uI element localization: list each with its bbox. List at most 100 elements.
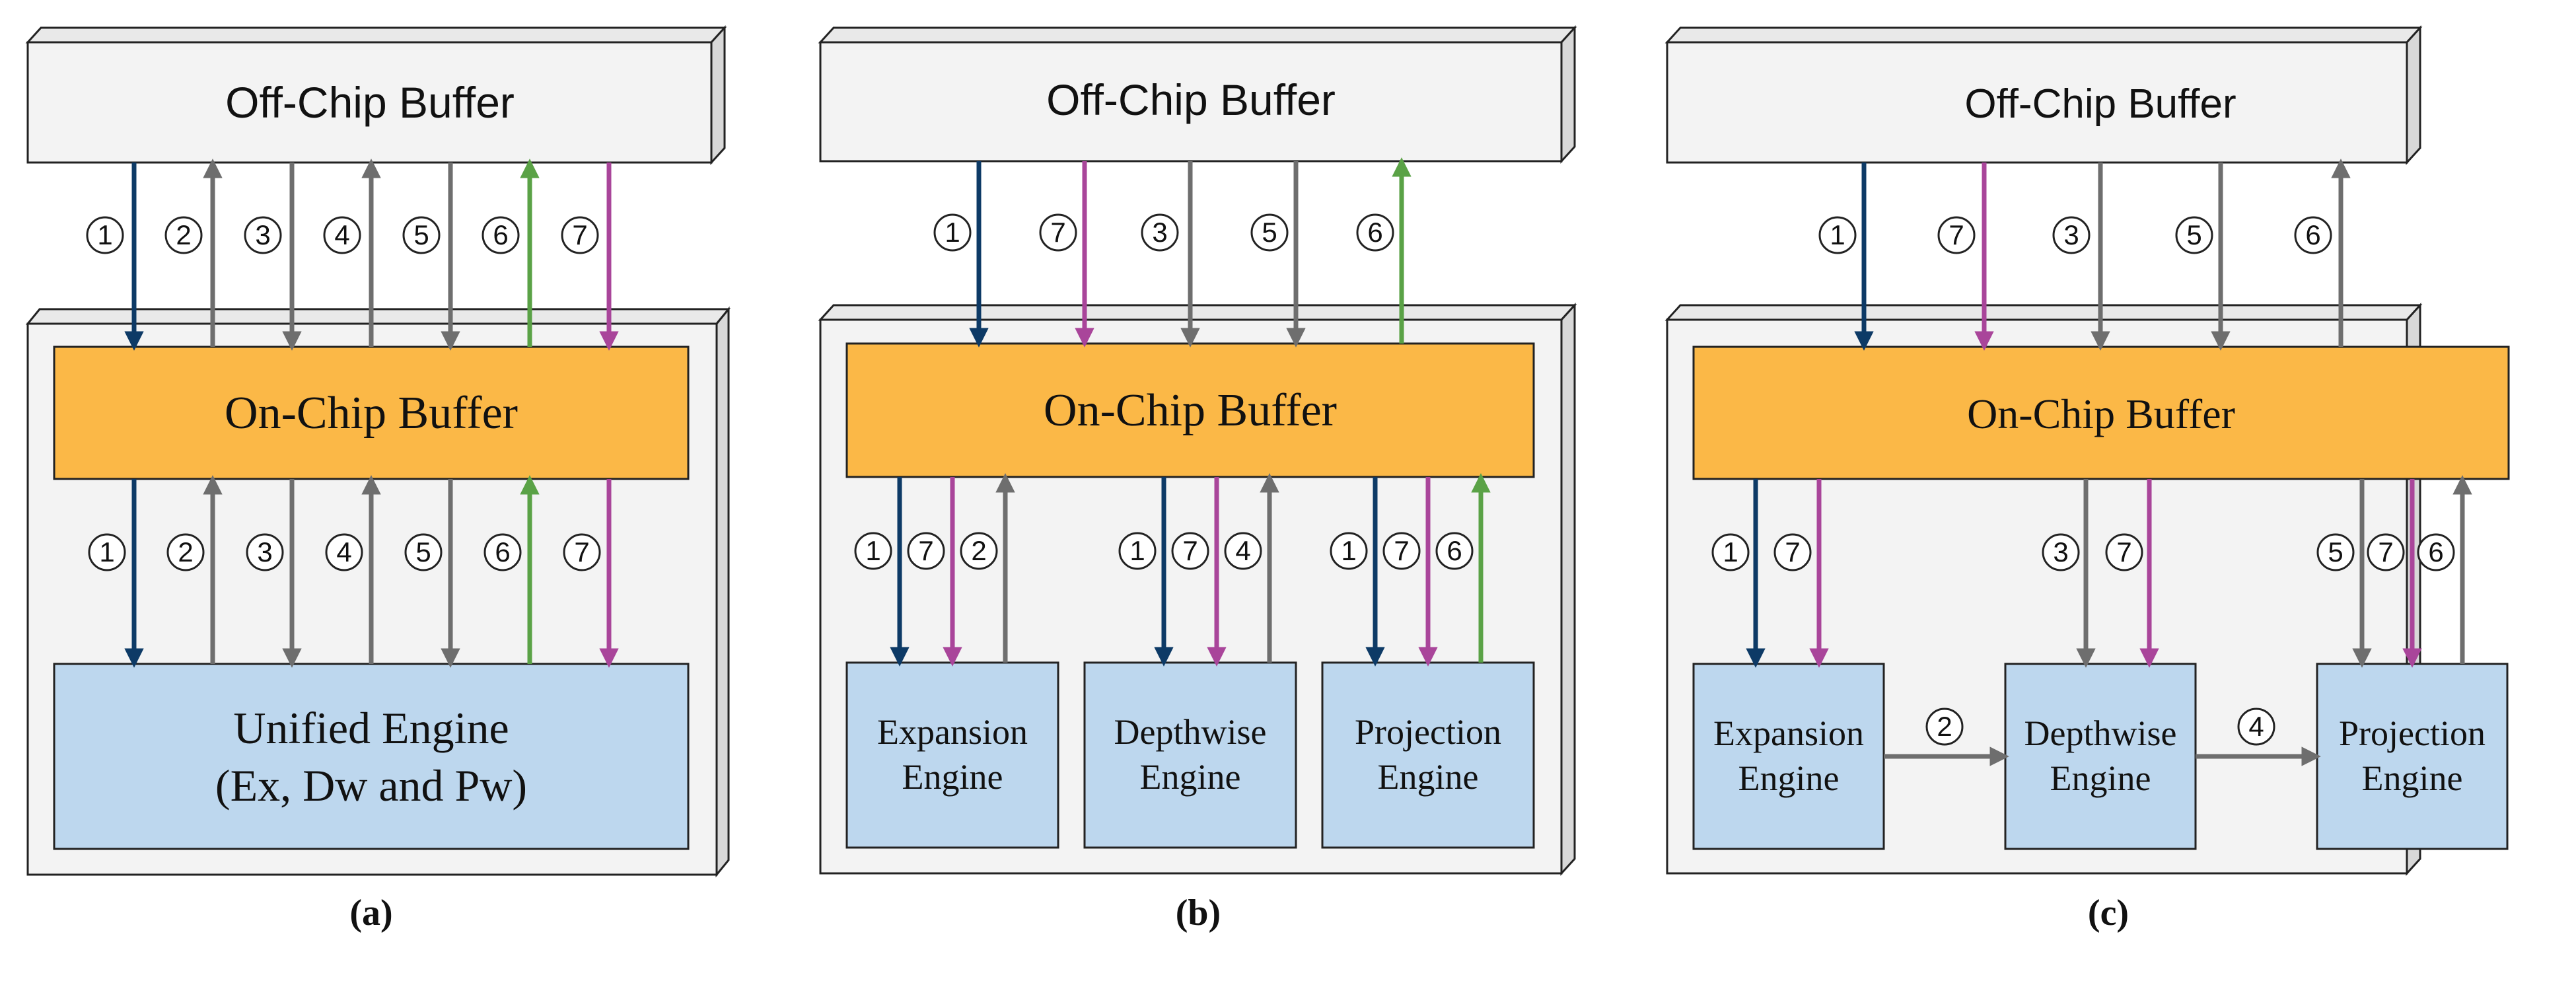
- step-number-badge: 4: [323, 216, 361, 254]
- step-number-badge: 2: [164, 216, 203, 254]
- step-number: 3: [1152, 217, 1167, 248]
- engine-label-line-2: Engine: [1378, 757, 1479, 797]
- step-number-badge: 7: [1382, 532, 1421, 570]
- step-number-badge: 3: [1141, 213, 1179, 252]
- engine-label-line-2: Engine: [1140, 757, 1241, 797]
- offchip-buffer-box: Off-Chip Buffer: [25, 25, 727, 165]
- step-number: 7: [1394, 535, 1409, 566]
- step-number: 6: [2428, 536, 2443, 567]
- step-number: 1: [97, 219, 112, 250]
- step-number: 5: [1262, 217, 1277, 248]
- depthwise-engine-box: [2004, 663, 2197, 850]
- step-number-badge: 2: [960, 532, 998, 570]
- projection-engine-box: [1321, 661, 1535, 849]
- step-number: 7: [1785, 536, 1800, 567]
- step-number: 2: [178, 536, 193, 567]
- step-number-badge: 6: [2417, 533, 2455, 571]
- step-number: 6: [1367, 217, 1382, 248]
- step-number-badge: 1: [88, 533, 126, 571]
- step-number-badge: 6: [2294, 216, 2332, 254]
- onchip-buffer-label: On-Chip Buffer: [1967, 390, 2235, 437]
- step-number: 3: [257, 536, 272, 567]
- step-number-badge: 6: [1435, 532, 1474, 570]
- step-number: 3: [2053, 536, 2068, 567]
- step-number: 6: [2305, 219, 2320, 250]
- step-number-badge: 5: [404, 533, 443, 571]
- step-number-badge: 1: [86, 216, 124, 254]
- step-number-badge: 7: [1039, 213, 1077, 252]
- step-number: 4: [334, 219, 349, 250]
- step-number: 1: [1723, 536, 1738, 567]
- step-number: 7: [1182, 535, 1198, 566]
- step-number: 6: [493, 219, 508, 250]
- onchip-buffer-box: [845, 342, 1535, 478]
- step-number: 2: [176, 219, 191, 250]
- step-number: 1: [865, 535, 880, 566]
- step-number-badge: 3: [2052, 216, 2091, 254]
- offchip-buffer-label: Off-Chip Buffer: [225, 78, 515, 127]
- panel-c: Off-Chip Buffer On-Chip Buffer Expansion…: [1664, 25, 2510, 933]
- step-number-badge: 3: [2042, 533, 2080, 571]
- step-number-badge: 7: [2367, 533, 2405, 571]
- step-number: 4: [336, 536, 351, 567]
- onchip-buffer-box: [53, 346, 690, 480]
- onchip-buffer-label: On-Chip Buffer: [225, 388, 518, 439]
- step-number: 7: [574, 536, 589, 567]
- step-number: 7: [1949, 219, 1964, 250]
- step-number: 4: [1235, 535, 1250, 566]
- offchip-buffer-label: Off-Chip Buffer: [1964, 81, 2236, 127]
- step-number: 5: [2186, 219, 2201, 250]
- unified-engine-box: [53, 663, 690, 850]
- engine-label-line-1: Depthwise: [1114, 712, 1267, 752]
- panel-caption: (b): [1176, 892, 1221, 933]
- step-number-badge: 6: [482, 216, 520, 254]
- step-number: 1: [1129, 535, 1145, 566]
- offchip-buffer-box: Off-Chip Buffer: [818, 25, 1577, 164]
- step-number: 7: [918, 535, 933, 566]
- engine-label-line-1: Projection: [1355, 712, 1501, 752]
- engine-label-line-2: Engine: [1738, 758, 1840, 798]
- step-number: 3: [2063, 219, 2079, 250]
- step-number-badge: 1: [1818, 216, 1857, 254]
- step-number-badge: 7: [561, 216, 599, 254]
- step-number: 4: [2248, 711, 2264, 742]
- step-number-badge: 1: [1118, 532, 1157, 570]
- step-number-badge: 2: [1925, 708, 1964, 746]
- step-number: 2: [971, 535, 986, 566]
- engine-label-line-2: Engine: [902, 757, 1003, 797]
- step-number-badge: 4: [1224, 532, 1262, 570]
- step-number: 7: [572, 219, 587, 250]
- projection-engine-box: [2316, 663, 2509, 850]
- offchip-buffer-box: Off-Chip Buffer: [1664, 25, 2423, 165]
- step-number-badge: 5: [402, 216, 441, 254]
- panel-b: Off-Chip Buffer On-Chip Buffer Expansion…: [818, 25, 1577, 933]
- step-number-badge: 3: [246, 533, 284, 571]
- expansion-engine-box: [1692, 663, 1885, 850]
- engine-label-line-2: Engine: [2362, 758, 2463, 798]
- step-number: 7: [2378, 536, 2393, 567]
- step-number: 7: [1050, 217, 1065, 248]
- step-number: 1: [99, 536, 114, 567]
- step-number-badge: 3: [244, 216, 282, 254]
- step-number-badge: 1: [1330, 532, 1368, 570]
- step-number-badge: 7: [1171, 532, 1209, 570]
- offchip-buffer-label: Off-Chip Buffer: [1046, 75, 1336, 124]
- panel-caption: (c): [2088, 892, 2129, 933]
- step-number: 1: [945, 217, 960, 248]
- step-number: 6: [1447, 535, 1462, 566]
- engine-label-line-1: Depthwise: [2024, 713, 2177, 753]
- step-number-badge: 2: [166, 533, 205, 571]
- step-number: 5: [2328, 536, 2343, 567]
- step-number: 1: [1341, 535, 1356, 566]
- step-number-badge: 5: [2175, 216, 2213, 254]
- step-number-badge: 5: [2316, 533, 2355, 571]
- step-number-badge: 7: [2105, 533, 2143, 571]
- step-number-badge: 4: [325, 533, 363, 571]
- engine-label-line-1: Unified Engine: [233, 703, 509, 753]
- step-number-badge: 7: [1773, 533, 1812, 571]
- step-number: 6: [495, 536, 510, 567]
- onchip-buffer-label: On-Chip Buffer: [1044, 385, 1337, 436]
- step-number-badge: 7: [563, 533, 601, 571]
- engine-label-line-1: Projection: [2339, 713, 2486, 753]
